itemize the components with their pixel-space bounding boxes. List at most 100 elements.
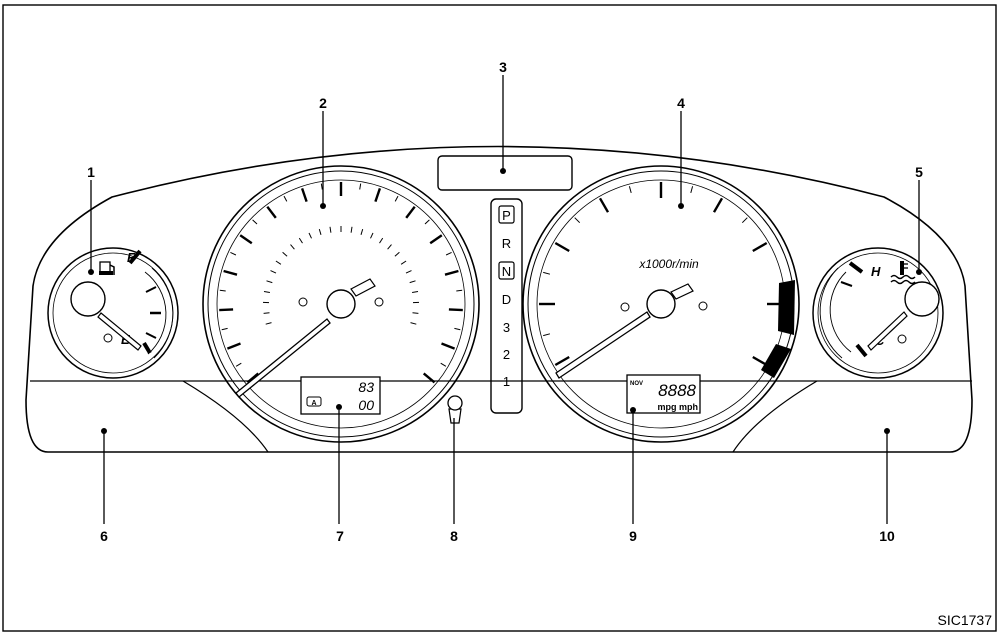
speedometer-left-pin [298, 297, 308, 307]
major-tick [554, 241, 570, 253]
tachometer-tick-marks [539, 182, 783, 367]
callout-10: 10 [879, 528, 895, 544]
major-tick [422, 372, 436, 384]
tachometer-redline-zone-lower [761, 344, 791, 378]
speedometer-inner-dot-scale [262, 226, 420, 325]
trip-computer-tag: NOV [630, 381, 643, 387]
left-lower-panel-curve [182, 380, 269, 453]
callout-7: 7 [336, 528, 344, 544]
temp-gauge-pin [897, 334, 907, 344]
speedometer: A 83 00 [202, 165, 480, 443]
major-tick [226, 342, 241, 350]
inner-scale-dash [412, 312, 419, 314]
minor-tick [359, 183, 362, 190]
callout-2: 2 [319, 95, 327, 111]
major-tick [448, 308, 463, 312]
inner-scale-dash [263, 291, 270, 293]
tachometer-needle-tail [670, 283, 694, 300]
odometer-badge-box [306, 396, 322, 407]
inner-scale-dash [410, 322, 417, 325]
trip-computer-digits: 8888 [658, 381, 696, 400]
shift-n-box [498, 261, 515, 280]
minor-tick [394, 195, 399, 202]
minor-tick [252, 219, 258, 225]
minor-tick [221, 327, 228, 331]
temp-gauge-hub [904, 281, 940, 317]
odometer-line-2: 00 [358, 397, 374, 413]
minor-tick [219, 289, 226, 292]
speedometer-needle-tail [350, 278, 376, 297]
fuel-full-mark: F [127, 250, 136, 265]
major-tick [429, 234, 443, 245]
inner-scale-dash [370, 232, 374, 239]
inner-scale-dash [266, 280, 273, 284]
outer-frame [2, 4, 997, 632]
minor-tick [235, 362, 242, 367]
major-tick [223, 269, 238, 276]
inner-scale-dash [263, 312, 270, 314]
major-tick [300, 188, 308, 202]
tachometer-hub [646, 289, 676, 319]
inner-scale-dash [308, 232, 312, 239]
temperature-gauge: H C [812, 247, 944, 379]
tachometer-needle [555, 311, 651, 379]
speedometer-tick-marks [219, 182, 463, 384]
inner-scale-dash [405, 270, 412, 274]
center-display-window [437, 155, 573, 191]
tachometer-right-pin [698, 301, 708, 311]
shift-p: P [502, 208, 511, 223]
callout-1: 1 [87, 164, 95, 180]
major-tick [752, 355, 768, 367]
major-tick [239, 234, 253, 245]
shift-position-indicator: P R N D 3 2 1 [490, 198, 523, 414]
minor-tick [543, 271, 551, 275]
callout-8: 8 [450, 528, 458, 544]
inner-scale-dash [387, 244, 392, 250]
minor-tick [628, 186, 632, 194]
callout-3: 3 [499, 59, 507, 75]
shift-3: 3 [503, 320, 510, 335]
major-tick [219, 308, 234, 312]
inner-scale-dash [318, 228, 322, 235]
tachometer-left-pin [620, 302, 630, 312]
speedometer-right-pin [374, 297, 384, 307]
callout-9: 9 [629, 528, 637, 544]
callout-6: 6 [100, 528, 108, 544]
trip-reset-knob [447, 395, 463, 424]
minor-tick [230, 251, 237, 256]
major-tick [712, 197, 724, 213]
minor-tick [283, 195, 288, 202]
minor-tick [741, 217, 748, 224]
inner-scale-dash [360, 228, 364, 235]
inner-scale-dash [282, 251, 288, 257]
odometer-badge: A [311, 400, 316, 407]
inner-scale-dash [265, 322, 272, 325]
minor-tick [445, 251, 452, 256]
inner-scale-dash [409, 280, 416, 284]
minor-tick [690, 186, 694, 194]
callout-5: 5 [915, 164, 923, 180]
minor-tick [543, 333, 551, 337]
inner-scale-dash [394, 251, 400, 257]
trip-computer-display [626, 374, 701, 414]
major-tick [266, 205, 277, 219]
shift-d: D [502, 292, 511, 307]
inner-scale-dash [412, 291, 419, 293]
inner-scale-dash [379, 237, 384, 244]
major-tick [246, 372, 260, 384]
minor-tick [320, 183, 323, 190]
major-tick [554, 355, 570, 367]
inner-scale-dash [275, 260, 282, 265]
minor-tick [574, 217, 581, 224]
minor-tick [440, 362, 447, 367]
major-tick [444, 269, 459, 276]
tachometer-unit: x1000r/min [638, 257, 699, 271]
shift-p-box [498, 205, 515, 224]
coolant-temperature-icon [890, 261, 916, 285]
right-lower-panel-curve [732, 380, 818, 453]
callout-4: 4 [677, 95, 685, 111]
diagram-code: SIC1737 [938, 612, 993, 628]
inner-scale-dash [329, 226, 332, 233]
trip-computer-units: mpg mph [658, 402, 699, 412]
